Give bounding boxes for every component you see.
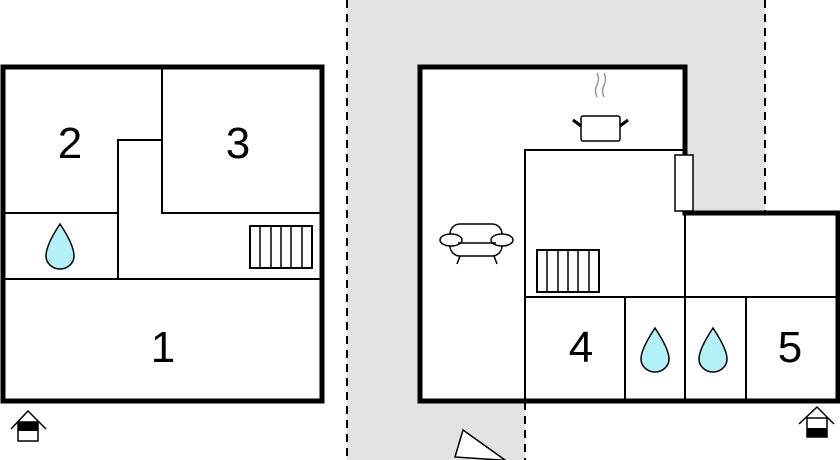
room-label-3: 3 (226, 119, 250, 168)
radiator-icon (536, 249, 600, 293)
door-icon (454, 428, 507, 460)
left-building: 2 3 1 (0, 64, 325, 404)
right-building: 4 5 (417, 64, 840, 404)
room-label-4: 4 (569, 323, 593, 372)
cooking-pot-icon (572, 72, 629, 142)
radiator-icon (249, 225, 313, 269)
window-icon (674, 154, 694, 212)
room-label-2: 2 (58, 119, 82, 168)
water-drop-icon (698, 326, 728, 373)
room-label-5: 5 (778, 323, 802, 372)
terrace-area-bottom (347, 400, 525, 460)
entrance-house-icon (10, 409, 47, 442)
water-drop-icon (45, 222, 75, 270)
room-label-1: 1 (151, 323, 175, 372)
sofa-icon (439, 223, 514, 265)
water-drop-icon (640, 326, 670, 373)
entrance-house-icon (798, 405, 835, 438)
